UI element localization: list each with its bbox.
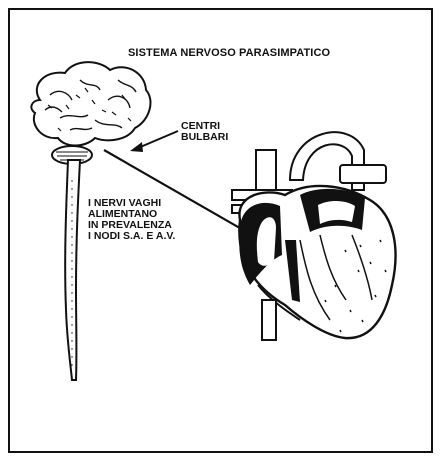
heart-illustration — [232, 132, 396, 340]
centri-arrow — [138, 131, 178, 148]
label-centri-bulbari: CENTRI BULBARI — [181, 121, 228, 143]
brain-illustration — [31, 62, 150, 145]
label-nervi-vaghi: I NERVI VAGHI ALIMENTANO IN PREVALENZA I… — [88, 198, 175, 242]
spinal-cord-illustration — [65, 160, 80, 380]
